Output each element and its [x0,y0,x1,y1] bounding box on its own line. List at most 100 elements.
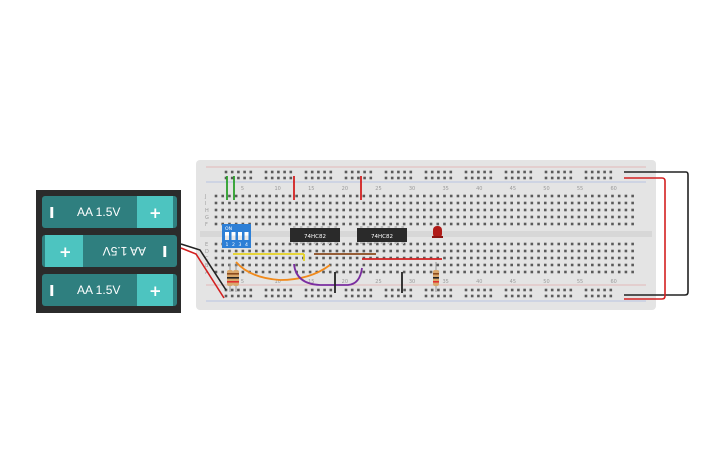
breadboard-hole[interactable] [228,201,231,205]
breadboard-hole[interactable] [402,249,406,253]
breadboard-hole[interactable] [476,208,480,212]
breadboard-hole[interactable] [308,270,312,274]
rail-hole[interactable] [489,170,493,174]
rail-hole[interactable] [569,176,573,180]
rail-hole[interactable] [477,176,480,180]
rail-hole[interactable] [609,176,613,180]
breadboard-hole[interactable] [443,215,446,219]
rail-hole[interactable] [310,288,314,292]
breadboard-hole[interactable] [281,256,285,260]
breadboard-hole[interactable] [268,201,272,205]
breadboard-hole[interactable] [302,222,305,226]
breadboard-hole[interactable] [288,194,292,198]
breadboard-hole[interactable] [288,263,292,267]
breadboard-hole[interactable] [456,242,460,246]
breadboard-hole[interactable] [564,222,567,226]
breadboard-hole[interactable] [557,256,561,260]
breadboard-hole[interactable] [624,249,628,253]
breadboard-hole[interactable] [369,194,372,198]
breadboard-hole[interactable] [591,270,594,274]
breadboard-hole[interactable] [308,215,312,219]
breadboard-hole[interactable] [577,222,581,226]
breadboard-hole[interactable] [281,263,285,267]
breadboard-hole[interactable] [423,263,426,267]
breadboard-hole[interactable] [490,242,493,246]
breadboard-hole[interactable] [550,270,554,274]
breadboard-hole[interactable] [476,222,480,226]
rail-hole[interactable] [350,170,354,174]
rail-hole[interactable] [403,170,406,174]
breadboard-hole[interactable] [375,270,379,274]
breadboard-hole[interactable] [591,194,594,198]
breadboard-hole[interactable] [355,201,359,205]
breadboard-hole[interactable] [577,263,581,267]
breadboard-hole[interactable] [564,215,567,219]
rail-hole[interactable] [230,176,234,180]
rail-hole[interactable] [243,288,246,292]
breadboard-hole[interactable] [302,242,305,246]
rail-hole[interactable] [409,294,413,298]
breadboard-hole[interactable] [375,201,379,205]
breadboard-hole[interactable] [611,242,614,246]
breadboard-hole[interactable] [362,215,366,219]
rail-hole[interactable] [550,170,554,174]
rail-hole[interactable] [384,176,388,180]
breadboard-hole[interactable] [449,215,453,219]
breadboard-hole[interactable] [523,222,527,226]
breadboard-hole[interactable] [463,215,466,219]
breadboard-hole[interactable] [396,194,399,198]
breadboard-hole[interactable] [436,256,440,260]
breadboard-hole[interactable] [248,263,251,267]
breadboard-hole[interactable] [375,194,379,198]
breadboard-hole[interactable] [423,201,426,205]
breadboard-hole[interactable] [611,256,614,260]
breadboard-hole[interactable] [476,270,480,274]
rail-hole[interactable] [529,176,533,180]
breadboard-hole[interactable] [537,208,540,212]
rail-hole[interactable] [529,170,533,174]
breadboard-hole[interactable] [288,270,292,274]
breadboard-hole[interactable] [315,215,319,219]
rail-hole[interactable] [277,294,280,298]
breadboard-hole[interactable] [214,242,218,246]
rail-hole[interactable] [563,176,566,180]
breadboard-hole[interactable] [315,201,319,205]
rail-hole[interactable] [529,294,533,298]
breadboard-hole[interactable] [409,249,413,253]
rail-hole[interactable] [597,288,600,292]
breadboard-hole[interactable] [617,201,621,205]
rail-hole[interactable] [430,170,434,174]
breadboard-hole[interactable] [490,201,493,205]
wire-orange[interactable] [235,261,331,281]
breadboard-hole[interactable] [604,270,608,274]
breadboard-hole[interactable] [416,242,419,246]
breadboard-hole[interactable] [597,270,601,274]
breadboard-hole[interactable] [577,201,581,205]
breadboard-hole[interactable] [503,194,507,198]
rail-hole[interactable] [483,170,486,174]
breadboard-hole[interactable] [248,215,251,219]
rail-hole[interactable] [289,176,293,180]
breadboard-hole[interactable] [295,256,298,260]
breadboard-hole[interactable] [261,215,265,219]
breadboard-hole[interactable] [591,263,594,267]
breadboard-hole[interactable] [604,194,608,198]
breadboard-hole[interactable] [496,270,500,274]
breadboard-hole[interactable] [577,249,581,253]
rail-hole[interactable] [424,294,428,298]
breadboard-hole[interactable] [396,270,399,274]
breadboard-hole[interactable] [261,270,265,274]
rail-hole[interactable] [390,288,394,292]
breadboard-hole[interactable] [335,208,339,212]
breadboard-hole[interactable] [503,263,507,267]
breadboard-holes[interactable] [214,170,634,298]
rail-hole[interactable] [397,176,400,180]
breadboard-hole[interactable] [443,201,446,205]
breadboard-hole[interactable] [322,256,325,260]
chip-2[interactable]: 74HC82 [357,226,407,244]
wire-red-right-rail[interactable] [624,177,666,300]
breadboard-hole[interactable] [523,215,527,219]
breadboard-hole[interactable] [255,222,258,226]
breadboard-hole[interactable] [490,194,493,198]
breadboard-hole[interactable] [429,249,433,253]
